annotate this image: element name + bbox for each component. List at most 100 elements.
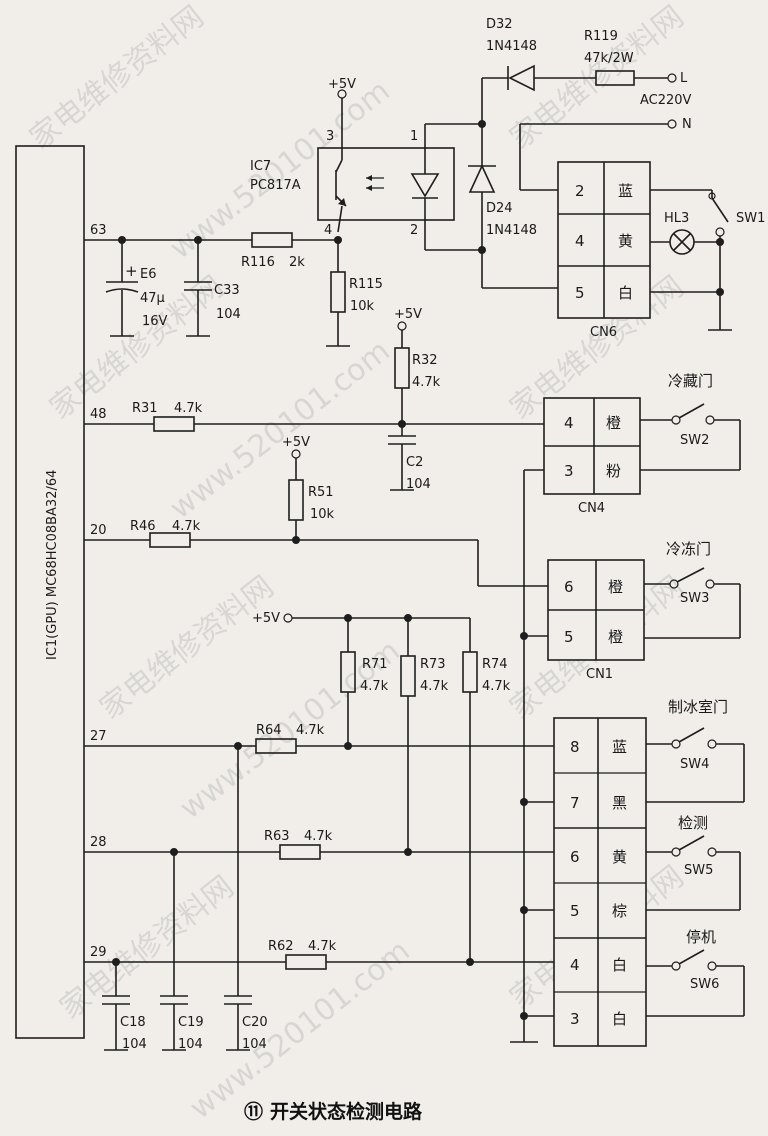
r51-value: 10k [310, 507, 335, 522]
c2-name: C2 [406, 455, 423, 470]
c18-value: 104 [122, 1037, 147, 1052]
r64-value: 4.7k [296, 723, 325, 738]
r31-value: 4.7k [174, 401, 203, 416]
cn-door-wire-color: 白 [612, 956, 627, 974]
cn-door-pin: 7 [570, 794, 580, 812]
cn-door-wire-color: 白 [612, 1010, 627, 1028]
hl3-name: HL3 [664, 211, 689, 226]
r32-vcc-label: +5V [394, 307, 422, 322]
cn-door-pin: 8 [570, 738, 580, 756]
r32-name: R32 [412, 353, 438, 368]
sw1-name: SW1 [736, 211, 765, 226]
cn-door-wire-color: 黑 [612, 794, 627, 812]
ic1-chip-label: IC1(GPU) MC68HC08BA32/64 [45, 470, 60, 660]
d24-name: D24 [486, 201, 513, 216]
watermark-url: www.520101.com [163, 333, 396, 526]
ic7-pin3: 3 [326, 129, 334, 144]
figure-caption: 开关状态检测电路 [270, 1100, 423, 1123]
r119-name: R119 [584, 29, 618, 44]
r32-value: 4.7k [412, 375, 441, 390]
sw4-label: 制冰室门 [668, 698, 728, 716]
c33-name: C33 [214, 283, 240, 298]
r116-value: 2k [289, 255, 305, 270]
e6-name: E6 [140, 267, 157, 282]
cn4-wire-color: 粉 [606, 462, 621, 480]
e6-value: 47μ [140, 291, 165, 306]
cn6-wire-color: 黄 [618, 232, 633, 250]
c2-value: 104 [406, 477, 431, 492]
cn1-pin: 5 [564, 628, 574, 646]
r116-name: R116 [241, 255, 275, 270]
r71-value: 4.7k [360, 679, 389, 694]
ic1-chip-body [15, 145, 85, 1039]
r115-resistor [330, 271, 346, 313]
cn4-pin: 3 [564, 462, 574, 480]
cn1-wire-color: 橙 [608, 578, 623, 596]
cn-door-pin: 4 [570, 956, 580, 974]
r63-value: 4.7k [304, 829, 333, 844]
ic7-pin4: 4 [324, 223, 332, 238]
ic7-optocoupler [317, 147, 455, 221]
c19-value: 104 [178, 1037, 203, 1052]
r62-name: R62 [268, 939, 294, 954]
cn-door-wire-color: 棕 [612, 902, 627, 920]
r73-name: R73 [420, 657, 446, 672]
r74-value: 4.7k [482, 679, 511, 694]
r74-name: R74 [482, 657, 508, 672]
watermark-text: 家电维修资料网 [93, 569, 280, 726]
sw3-label: 冷冻门 [666, 540, 711, 558]
watermark-text: 家电维修资料网 [53, 869, 240, 1026]
sw2-name: SW2 [680, 433, 709, 448]
r32-resistor [394, 347, 410, 389]
c33-value: 104 [216, 307, 241, 322]
c20-value: 104 [242, 1037, 267, 1052]
pin-63-label: 63 [90, 223, 107, 238]
cn-door-pin: 5 [570, 902, 580, 920]
sw5-name: SW5 [684, 863, 713, 878]
cn4-wire-color: 橙 [606, 414, 621, 432]
cn6-pin: 2 [575, 182, 585, 200]
watermark-text: 家电维修资料网 [23, 0, 210, 156]
ic7-vcc-label: +5V [328, 77, 356, 92]
e6-voltage: 16V [142, 314, 168, 329]
r115-value: 10k [350, 299, 375, 314]
pin-27-label: 27 [90, 729, 107, 744]
r63-name: R63 [264, 829, 290, 844]
r31-name: R31 [132, 401, 158, 416]
pin-29-label: 29 [90, 945, 107, 960]
r64-name: R64 [256, 723, 282, 738]
e6-plus-sign: + [125, 262, 138, 280]
mains-n-label: N [682, 117, 692, 132]
cn6-name: CN6 [590, 325, 617, 340]
r62-value: 4.7k [308, 939, 337, 954]
ic7-pin2: 2 [410, 223, 418, 238]
r46-value: 4.7k [172, 519, 201, 534]
cn6-wire-color: 白 [618, 284, 633, 302]
cn4-connector: 4 橙 3 粉 [543, 397, 641, 495]
r63-resistor [279, 844, 321, 860]
c19-name: C19 [178, 1015, 204, 1030]
cn1-pin: 6 [564, 578, 574, 596]
cn1-name: CN1 [586, 667, 613, 682]
cn-door-pin: 3 [570, 1010, 580, 1028]
cn6-connector: 2 蓝 4 黄 5 白 [557, 161, 651, 319]
r71-name: R71 [362, 657, 388, 672]
r115-name: R115 [349, 277, 383, 292]
sw3-name: SW3 [680, 591, 709, 606]
cn6-pin: 4 [575, 232, 585, 250]
cn6-pin: 5 [575, 284, 585, 302]
ic7-name: IC7 [250, 159, 271, 174]
r46-resistor [149, 532, 191, 548]
r31-resistor [153, 416, 195, 432]
cn4-name: CN4 [578, 501, 605, 516]
sw6-name: SW6 [690, 977, 719, 992]
cn6-wire-color: 蓝 [618, 182, 633, 200]
r116-resistor [251, 232, 293, 248]
cn4-pin: 4 [564, 414, 574, 432]
sw2-label: 冷藏门 [668, 372, 713, 390]
c18-name: C18 [120, 1015, 146, 1030]
sw6-label: 停机 [686, 928, 716, 946]
r119-value: 47k/2W [584, 51, 634, 66]
c20-name: C20 [242, 1015, 268, 1030]
